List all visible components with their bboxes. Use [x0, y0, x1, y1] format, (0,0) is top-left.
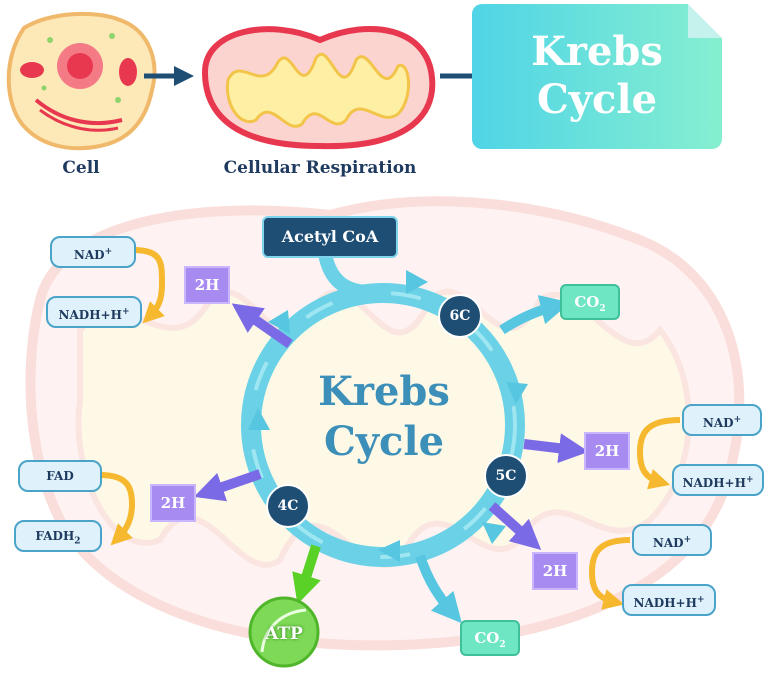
h2-left-box: 2H — [150, 484, 196, 522]
atp-arrow — [292, 544, 321, 605]
krebs-cycle-ring — [241, 270, 528, 567]
co2-top-box: CO2 — [560, 284, 620, 320]
nad-to-nadh-top-arrow — [132, 247, 166, 324]
atp-swirl-icon — [260, 608, 307, 653]
node-5c: 5C — [484, 454, 528, 498]
cell-label: Cell — [62, 158, 100, 178]
krebs-cycle-card: Krebs Cycle — [472, 4, 722, 149]
nad-mid-pill: NAD+ — [682, 404, 762, 436]
card-title-line1: Krebs — [531, 28, 663, 75]
h2-top-left-box: 2H — [184, 266, 230, 304]
h2-mid-right-arrow — [523, 433, 589, 464]
acetyl-inflow-path — [318, 252, 371, 299]
acetyl-coa-label: Acetyl CoA — [262, 216, 398, 258]
card-folded-corner — [688, 4, 722, 38]
cycle-center-line1: Krebs — [318, 368, 450, 415]
fad-pill: FAD — [18, 460, 102, 492]
fadh2-pill: FADH2 — [14, 520, 102, 552]
nad-to-nadh-mid-arrow — [636, 417, 681, 490]
atp-circle — [248, 596, 320, 668]
cycle-center-line2: Cycle — [323, 418, 445, 465]
h2-mid-right-box: 2H — [584, 432, 630, 470]
node-6c: 6C — [438, 294, 482, 338]
h2-left-arrow — [193, 469, 262, 502]
nadh-bottom-pill: NADH+H+ — [622, 584, 716, 616]
nad-top-pill: NAD+ — [50, 236, 136, 268]
nadh-top-pill: NADH+H+ — [46, 296, 142, 328]
atp-label: ATP — [265, 624, 303, 644]
h2-top-left-arrow — [231, 303, 293, 349]
fad-to-fadh2-arrow — [99, 472, 136, 546]
card-title-line2: Cycle — [536, 76, 658, 123]
co2-top-outflow — [499, 295, 571, 335]
nad-bottom-pill: NAD+ — [632, 524, 712, 556]
respiration-label: Cellular Respiration — [223, 158, 417, 178]
nadh-mid-pill: NADH+H+ — [672, 464, 764, 496]
mitochondrion-illustration — [201, 26, 436, 150]
co2-bottom-box: CO2 — [460, 620, 520, 656]
co2-bottom-outflow — [415, 554, 462, 624]
h2-bottom-right-box: 2H — [532, 552, 578, 590]
node-4c: 4C — [266, 484, 310, 528]
h2-bottom-right-arrow — [488, 502, 542, 551]
nad-to-nadh-bottom-arrow — [588, 537, 631, 610]
cell-illustration — [6, 11, 157, 151]
